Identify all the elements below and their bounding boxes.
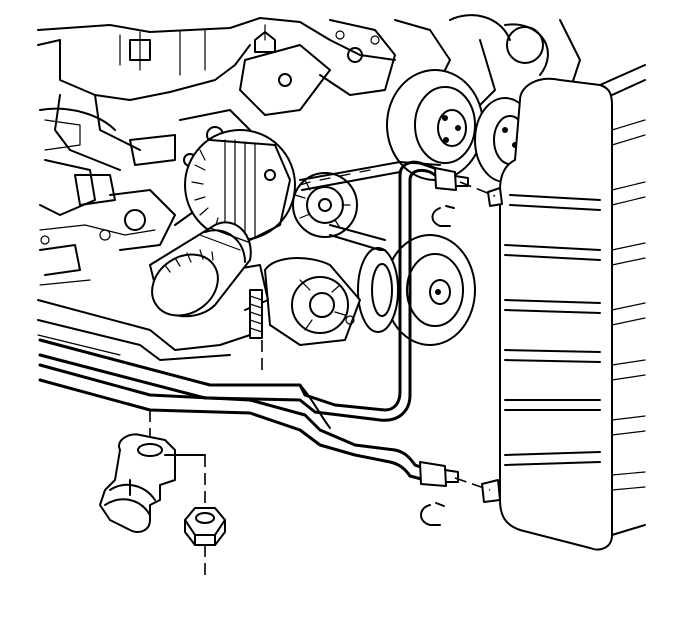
lower-pulley — [357, 247, 399, 333]
lower-retaining-clip — [420, 502, 445, 526]
accessory-pulleys — [292, 69, 536, 346]
upper-retaining-clip — [431, 205, 455, 227]
water-pump-pulley — [386, 69, 484, 181]
radiator — [481, 64, 646, 551]
radiator-upper-fitting — [487, 187, 503, 207]
oil-filter — [149, 221, 252, 318]
hex-nut — [184, 507, 226, 546]
engine-assembly — [37, 14, 581, 361]
bracket-stud — [249, 289, 263, 339]
alignment-lines — [149, 181, 496, 575]
transmission-oil-cooler-lines — [38, 160, 469, 487]
radiator-lower-fitting — [481, 479, 501, 503]
lower-cooler-line — [38, 363, 459, 487]
radiator-fins — [504, 119, 646, 491]
crank-pulley — [384, 234, 476, 346]
upper-cooler-line — [38, 160, 469, 422]
cooler-line-bracket — [99, 433, 206, 533]
